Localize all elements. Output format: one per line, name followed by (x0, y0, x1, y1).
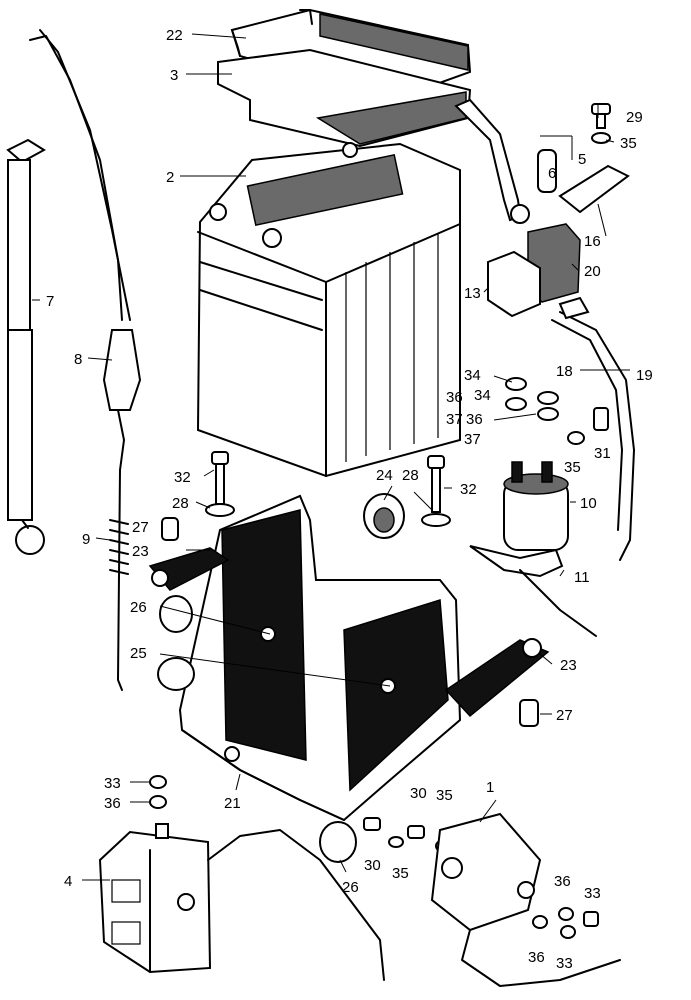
callout-33c: 33 (556, 955, 573, 972)
part-13-holder (487, 250, 541, 318)
callout-36c: 36 (104, 795, 121, 812)
callout-21: 21 (224, 795, 241, 812)
callout-24: 24 (376, 467, 393, 484)
callout-37a: 37 (446, 411, 463, 428)
callout-11: 11 (574, 569, 590, 586)
callout-27b: 27 (556, 707, 573, 724)
nuts-33-36-right (532, 907, 599, 939)
callout-28b: 28 (402, 467, 419, 484)
callout-36b: 36 (466, 411, 483, 428)
callout-27a: 27 (132, 519, 149, 536)
part-1-regulator (430, 812, 621, 987)
callout-30b: 30 (364, 857, 381, 874)
callout-35a: 35 (620, 135, 637, 152)
part-32-bolt-right (421, 455, 451, 527)
callout-10: 10 (580, 495, 597, 512)
callout-8: 8 (74, 351, 82, 368)
callout-33b: 33 (584, 885, 601, 902)
part-5-cable (454, 98, 530, 224)
callout-23a: 23 (132, 543, 149, 560)
part-26-cushion-lower (319, 821, 357, 863)
callout-13: 13 (464, 285, 481, 302)
part-25-cushion (157, 657, 195, 691)
part-23-clamp-left (148, 547, 230, 591)
callout-18: 18 (556, 363, 573, 380)
callout-35c: 35 (436, 787, 453, 804)
callout-25: 25 (130, 645, 147, 662)
callout-7: 7 (46, 293, 54, 310)
part-7-ground-cable (6, 138, 46, 555)
part-8-starter-cable (29, 29, 142, 691)
callout-20: 20 (584, 263, 601, 280)
part-27-spacer-right (519, 699, 539, 727)
callout-35b: 35 (564, 459, 581, 476)
callout-22: 22 (166, 27, 183, 44)
callout-30a: 30 (410, 785, 427, 802)
callout-36e: 36 (528, 949, 545, 966)
part-3-insulator-plate (217, 48, 472, 148)
part-21-battery-holder (178, 494, 462, 822)
callout-5: 5 (578, 151, 586, 168)
callout-37b: 37 (464, 431, 481, 448)
part-11-rubber (469, 545, 597, 637)
part-9-spring (109, 519, 129, 575)
part-10-starter-relay (503, 461, 569, 551)
part-31-bolt (567, 407, 609, 445)
part-32-bolt-left (205, 451, 235, 517)
callout-34b: 34 (474, 387, 491, 404)
callout-32a: 32 (174, 469, 191, 486)
callout-3: 3 (170, 67, 178, 84)
part-16-bracket (558, 164, 630, 214)
part-24-cushion (363, 493, 405, 539)
callout-36d: 36 (554, 873, 571, 890)
callout-2: 2 (166, 169, 174, 186)
nuts-33-36-left (149, 775, 167, 809)
part-23-clamp-right (444, 638, 550, 718)
part-6-fuse (537, 149, 557, 193)
callout-29: 29 (626, 109, 643, 126)
callout-9: 9 (82, 531, 90, 548)
callout-35d: 35 (392, 865, 409, 882)
callout-28a: 28 (172, 495, 189, 512)
callout-34a: 34 (464, 367, 481, 384)
callout-4: 4 (64, 873, 72, 890)
callout-31: 31 (594, 445, 611, 462)
callout-16: 16 (584, 233, 601, 250)
callout-36a: 36 (446, 389, 463, 406)
part-29-bolt (591, 103, 611, 144)
part-26-cushion-upper (159, 595, 193, 633)
callout-1: 1 (486, 779, 494, 796)
callout-23b: 23 (560, 657, 577, 674)
part-4-fuse-box (98, 823, 385, 981)
callout-32b: 32 (460, 481, 477, 498)
leader-lines (32, 33, 630, 881)
part-19-cable (551, 296, 635, 561)
callout-26a: 26 (130, 599, 147, 616)
callout-19: 19 (636, 367, 653, 384)
part-2-battery (196, 142, 461, 478)
callout-labels: 1 2 3 4 5 6 7 8 9 10 11 13 16 18 19 20 2… (46, 27, 653, 972)
callout-26b: 26 (342, 879, 359, 896)
part-27-spacer-left (161, 517, 179, 541)
callout-6: 6 (548, 165, 556, 182)
washers-34-36-37 (505, 377, 559, 421)
callout-33a: 33 (104, 775, 121, 792)
